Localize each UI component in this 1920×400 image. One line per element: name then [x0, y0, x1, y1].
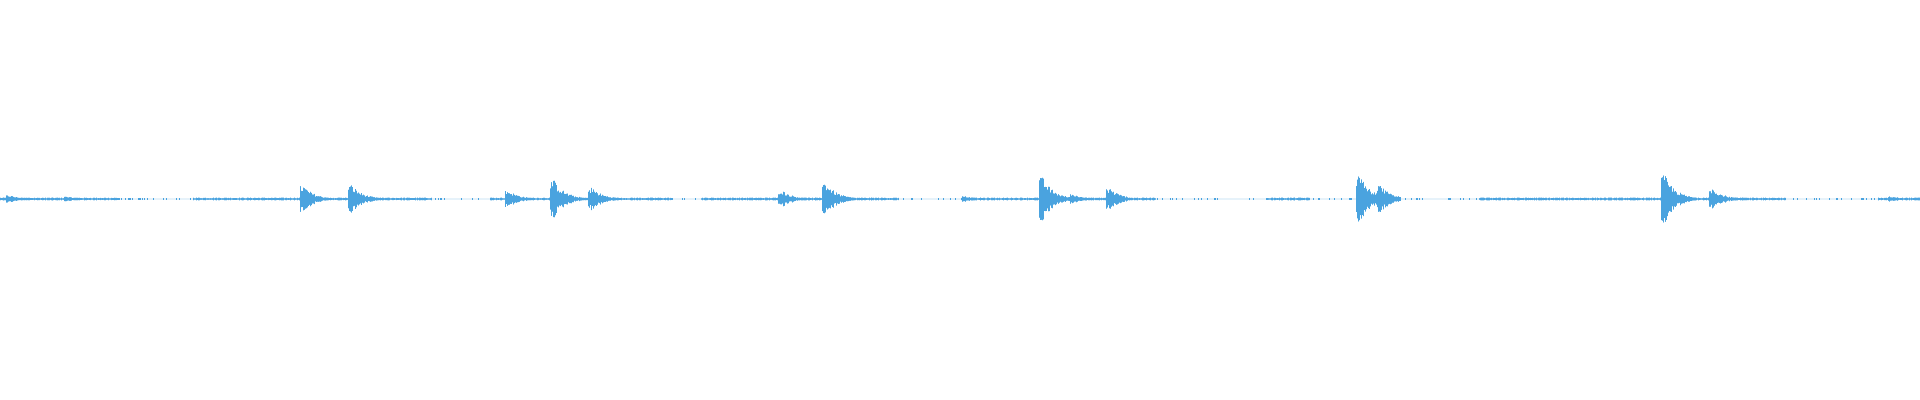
- waveform-bars: [0, 175, 1920, 223]
